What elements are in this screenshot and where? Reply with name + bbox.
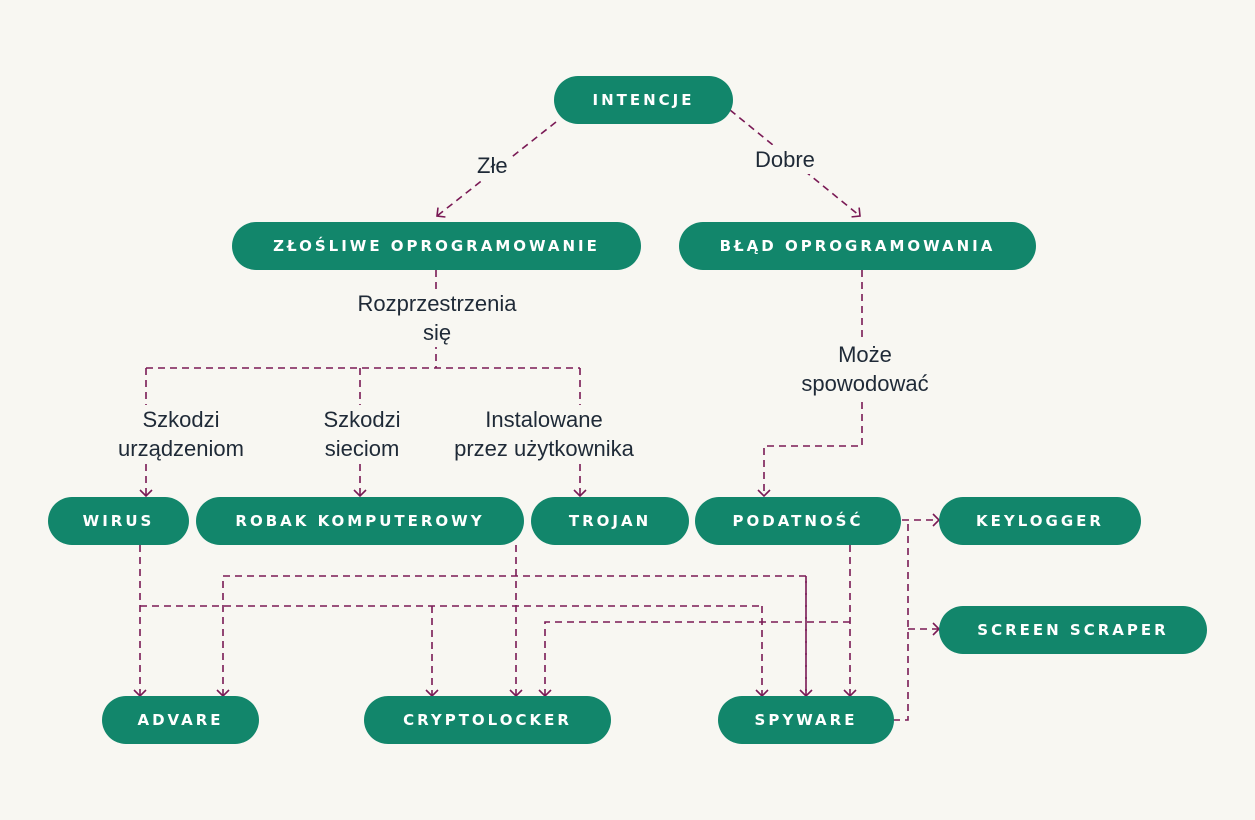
node-trojan: TROJAN	[531, 497, 689, 545]
label-dobre: Dobre	[752, 145, 818, 174]
node-podatnosc: PODATNOŚĆ	[695, 497, 901, 545]
node-wirus: WIRUS	[48, 497, 189, 545]
node-advare: ADVARE	[102, 696, 259, 744]
label-instalowane: Instalowane przez użytkownika	[430, 405, 658, 463]
node-zlosliwe-oprogramowanie: ZŁOŚLIWE OPROGRAMOWANIE	[232, 222, 641, 270]
label-szkodzi-sieciom: Szkodzi sieciom	[303, 405, 421, 463]
edge-intencje-blad	[729, 109, 861, 218]
edge-podatnosc-cryptolocker	[538, 621, 850, 698]
node-spyware: SPYWARE	[718, 696, 894, 744]
label-zle: Złe	[474, 151, 511, 180]
node-intencje: INTENCJE	[554, 76, 733, 124]
node-cryptolocker: CRYPTOLOCKER	[364, 696, 611, 744]
edge-spyware-bus	[893, 520, 909, 721]
edge-trojan-advare	[216, 575, 807, 698]
node-screen-scraper: SCREEN SCRAPER	[939, 606, 1207, 654]
label-moze-spowodowac: Może spowodować	[780, 340, 950, 398]
label-szkodzi-urzadzeniom: Szkodzi urządzeniom	[98, 405, 264, 463]
node-robak-komputerowy: ROBAK KOMPUTEROWY	[196, 497, 524, 545]
label-rozprzestrzenia: Rozprzestrzenia się	[336, 289, 538, 347]
node-blad-oprogramowania: BŁĄD OPROGRAMOWANIA	[679, 222, 1036, 270]
node-keylogger: KEYLOGGER	[939, 497, 1141, 545]
